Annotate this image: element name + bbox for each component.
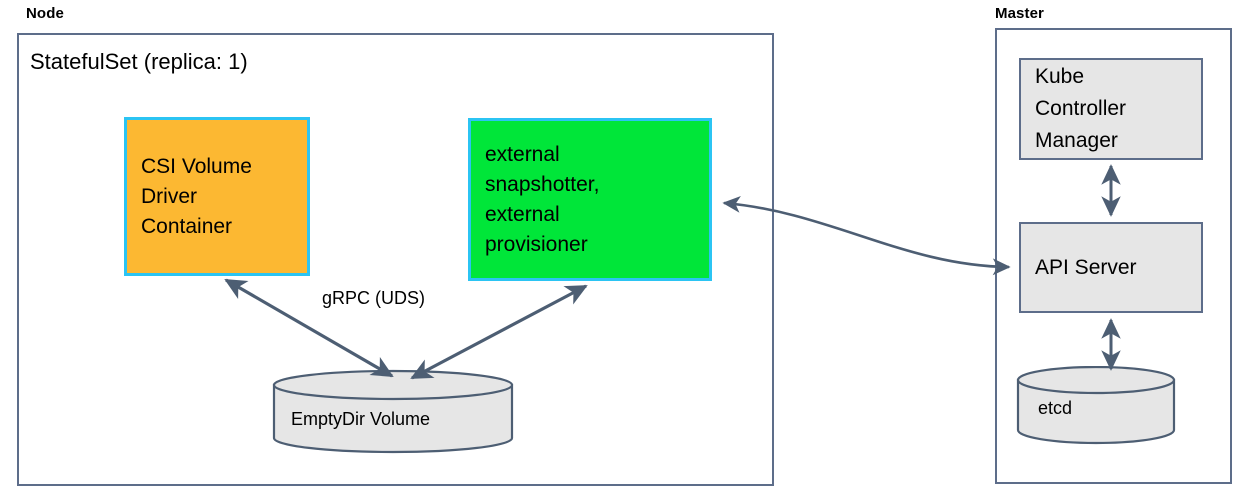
statefulset-title: StatefulSet (replica: 1) xyxy=(30,49,248,74)
master-group-label: Master xyxy=(995,5,1044,22)
csi-line-2: Driver xyxy=(141,184,197,208)
api-server-box[interactable]: API Server xyxy=(1019,222,1203,313)
csi-line-3: Container xyxy=(141,214,233,238)
external-snapshotter-provisioner-box[interactable]: external snapshotter, external provision… xyxy=(468,118,712,281)
grpc-uds-edge-label: gRPC (UDS) xyxy=(322,288,426,308)
api-server-line-1: API Server xyxy=(1035,255,1137,279)
external-line-3: external xyxy=(485,202,560,226)
etcd-label: etcd xyxy=(1038,398,1073,418)
emptydir-volume-label: EmptyDir Volume xyxy=(291,409,431,429)
etcd-shape xyxy=(1016,365,1176,445)
etcd-cylinder[interactable] xyxy=(1016,365,1177,446)
api-server-text: API Server xyxy=(1021,252,1201,284)
external-line-1: external xyxy=(485,142,560,166)
external-snapshotter-provisioner-text: external snapshotter, external provision… xyxy=(471,140,709,260)
external-line-4: provisioner xyxy=(485,232,588,256)
node-group-label: Node xyxy=(26,5,64,22)
kcm-line-1: Kube xyxy=(1035,65,1085,88)
csi-volume-driver-container-text: CSI Volume Driver Container xyxy=(127,152,307,242)
external-line-2: snapshotter, xyxy=(485,172,600,196)
kube-controller-manager-text: Kube Controller Manager xyxy=(1021,61,1201,157)
csi-volume-driver-container-box[interactable]: CSI Volume Driver Container xyxy=(124,117,310,276)
csi-line-1: CSI Volume xyxy=(141,154,252,178)
kcm-line-2: Controller xyxy=(1035,97,1127,120)
kube-controller-manager-box[interactable]: Kube Controller Manager xyxy=(1019,58,1203,160)
kcm-line-3: Manager xyxy=(1035,129,1118,152)
